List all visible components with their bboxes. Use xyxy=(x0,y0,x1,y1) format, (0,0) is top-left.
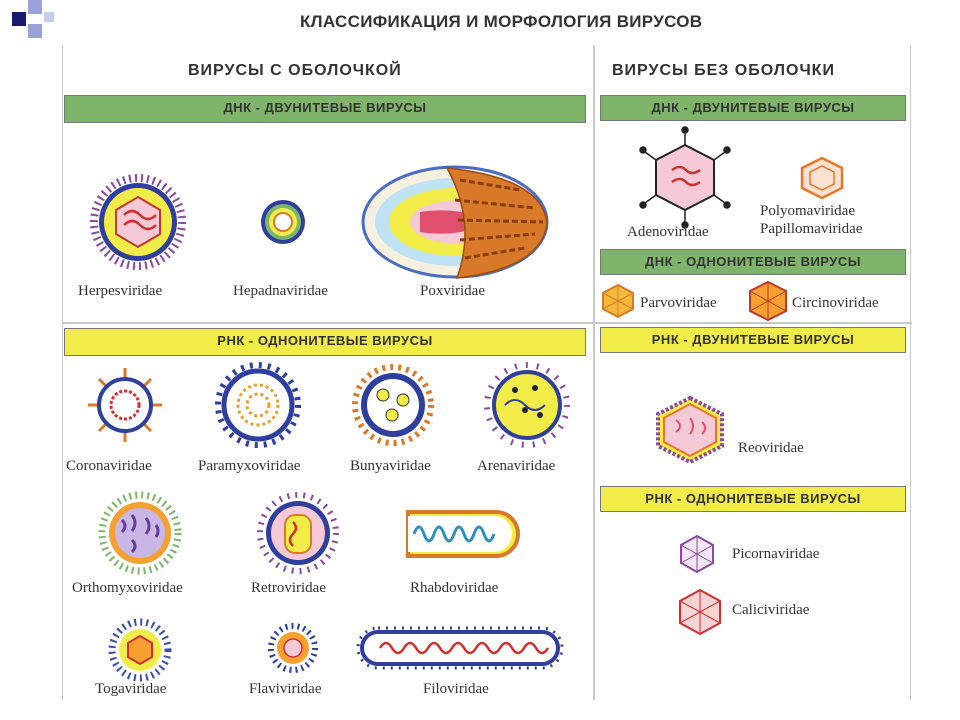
band-rna-ds-nonenveloped: РНК - ДВУНИТЕВЫЕ ВИРУСЫ xyxy=(600,327,906,353)
corner-decoration xyxy=(0,0,70,50)
label-polyomaviridae: Polyomaviridae xyxy=(760,203,855,219)
label-rhabdoviridae: Rhabdoviridae xyxy=(410,580,499,596)
label-circinoviridae: Circinoviridae xyxy=(792,295,879,311)
label-filoviridae: Filoviridae xyxy=(423,681,489,697)
label-hepadnaviridae: Hepadnaviridae xyxy=(233,283,328,299)
label-herpesviridae: Herpesviridae xyxy=(78,283,163,299)
arenaviridae-illustration xyxy=(484,362,570,448)
label-arenaviridae: Arenaviridae xyxy=(477,458,556,474)
coronaviridae-illustration xyxy=(88,368,162,442)
rhabdoviridae-illustration xyxy=(406,510,520,558)
herpesviridae-illustration xyxy=(90,174,186,270)
label-poxviridae: Poxviridae xyxy=(420,283,485,299)
retroviridae-illustration xyxy=(257,492,339,574)
vertical-divider xyxy=(593,45,595,700)
page-title: КЛАССИФИКАЦИЯ И МОРФОЛОГИЯ ВИРУСОВ xyxy=(300,12,703,31)
label-retroviridae: Retroviridae xyxy=(251,580,326,596)
circinoviridae-illustration xyxy=(749,280,787,322)
band-rna-ss-nonenveloped: РНК - ОДНОНИТЕВЫЕ ВИРУСЫ xyxy=(600,486,906,512)
adenoviridae-illustration xyxy=(639,126,731,229)
label-picornaviridae: Picornaviridae xyxy=(732,546,820,562)
reoviridae-illustration xyxy=(656,395,724,465)
enveloped-viruses-heading: ВИРУСЫ С ОБОЛОЧКОЙ xyxy=(188,62,402,79)
label-caliciviridae: Caliciviridae xyxy=(732,602,810,618)
band-dna-ds-nonenveloped: ДНК - ДВУНИТЕВЫЕ ВИРУСЫ xyxy=(600,95,906,121)
label-bunyaviridae: Bunyaviridae xyxy=(350,458,431,474)
label-orthomyxoviridae: Orthomyxoviridae xyxy=(72,580,183,596)
left-border xyxy=(62,45,63,700)
band-rna-ss-enveloped: РНК - ОДНОНИТЕВЫЕ ВИРУСЫ xyxy=(64,328,586,356)
label-reoviridae: Reoviridae xyxy=(738,440,804,456)
horizontal-divider xyxy=(62,322,912,324)
label-flaviviridae: Flaviviridae xyxy=(249,681,322,697)
picornaviridae-illustration xyxy=(680,534,714,574)
label-parvoviridae: Parvoviridae xyxy=(640,295,717,311)
polyomaviridae-illustration xyxy=(800,156,844,200)
label-coronaviridae: Coronaviridae xyxy=(66,458,152,474)
orthomyxoviridae-illustration xyxy=(98,491,182,575)
right-border xyxy=(910,45,911,700)
togaviridae-illustration xyxy=(108,618,172,682)
label-adenoviridae: Adenoviridae xyxy=(627,224,709,240)
filoviridae-illustration xyxy=(356,626,564,670)
nonenveloped-viruses-heading: ВИРУСЫ БЕЗ ОБОЛОЧКИ xyxy=(612,62,835,79)
band-dna-ss-nonenveloped: ДНК - ОДНОНИТЕВЫЕ ВИРУСЫ xyxy=(600,249,906,275)
poxviridae-illustration xyxy=(361,165,549,279)
bunyaviridae-illustration xyxy=(352,364,434,446)
label-paramyxoviridae: Paramyxoviridae xyxy=(198,458,301,474)
label-papillomaviridae: Papillomaviridae xyxy=(760,221,863,237)
hepadnaviridae-illustration xyxy=(261,200,305,244)
caliciviridae-illustration xyxy=(679,588,721,636)
parvoviridae-illustration xyxy=(602,283,634,319)
paramyxoviridae-illustration xyxy=(215,362,301,448)
label-togaviridae: Togaviridae xyxy=(95,681,167,697)
band-dna-ds-enveloped: ДНК - ДВУНИТЕВЫЕ ВИРУСЫ xyxy=(64,95,586,123)
flaviviridae-illustration xyxy=(268,623,318,673)
